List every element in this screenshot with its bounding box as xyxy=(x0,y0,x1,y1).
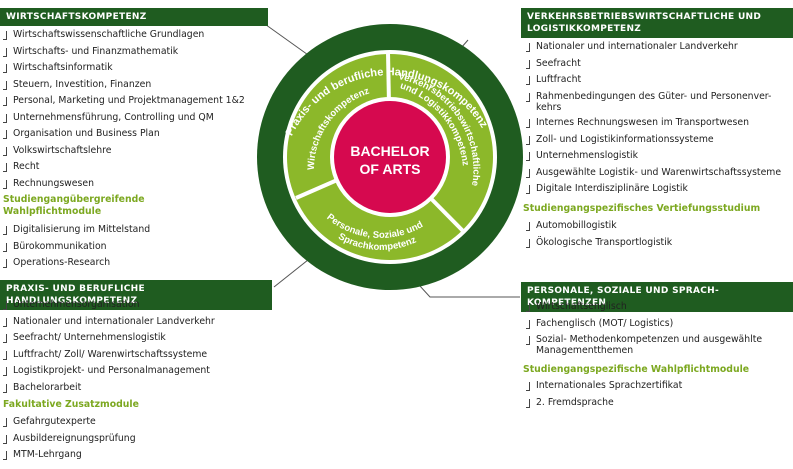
list-item: Zoll- und Logistikinformationssysteme xyxy=(526,134,791,146)
list-item: Fachenglisch (MOT/ Logistics) xyxy=(526,318,791,330)
wirtschaft-subheading-line1: Studiengangübergreifende xyxy=(3,194,145,205)
list-item: Nationaler und internationaler Landverke… xyxy=(3,316,271,328)
list-item: Internes Rechnungswesen im Transportwese… xyxy=(526,117,791,129)
center-title-line2: OF ARTS xyxy=(360,161,421,177)
wirtschaft-subheading: Studiengangübergreifende Wahlpflichtmodu… xyxy=(3,194,145,218)
list-item: Wirtschaftsinformatik xyxy=(3,62,263,74)
wirtschaft-header: WIRTSCHAFTSKOMPETENZ xyxy=(0,8,268,26)
list-item-text: Internes Rechnungswesen im Transportwese… xyxy=(536,117,749,128)
verkehr-subheading: Studiengangspezifisches Vertiefungsstudi… xyxy=(523,203,761,214)
center-title-line1: BACHELOR xyxy=(350,143,429,159)
verkehr-header-line2: LOGISTIKKOMPETENZ xyxy=(527,24,642,34)
list-item: Internationales Sprachzertifikat xyxy=(526,380,791,392)
verkehr-header-line1: VERKEHRSBETRIEBSWIRTSCHAFTLICHE UND xyxy=(527,12,762,22)
list-item-text: Wirtschaftsenglisch xyxy=(536,301,627,312)
list-item-text: Managementthemen xyxy=(536,345,634,356)
list-item: Unternehmensführung, Controlling und QM xyxy=(3,112,263,124)
list-item: Wirtschaftswissenschaftliche Grundlagen xyxy=(3,29,263,41)
list-item: Recht xyxy=(3,161,263,173)
list-item: Logistikprojekt- und Personalmanagement xyxy=(3,365,271,377)
list-item: Luftfracht/ Zoll/ Warenwirtschaftssystem… xyxy=(3,349,271,361)
list-item-text: Unternehmenslogistik xyxy=(536,150,638,161)
list-item: Nationaler und internationaler Landverke… xyxy=(526,41,791,53)
list-item: Steuern, Investition, Finanzen xyxy=(3,79,263,91)
verkehr-list: Nationaler und internationaler Landverke… xyxy=(526,41,791,200)
list-item: Bürokommunikation xyxy=(3,241,263,253)
list-item: MTM-Lehrgang xyxy=(3,449,271,461)
list-item: Wirtschafts- und Finanzmathematik xyxy=(3,46,263,58)
list-item: Ökologische Transportlogistik xyxy=(526,237,791,249)
list-item-text: Rahmenbedingungen des Güter- und Persone… xyxy=(536,90,772,102)
list-item: Gefahrgutexperte xyxy=(3,416,271,428)
praxis-subheading: Fakultative Zusatzmodule xyxy=(3,399,139,410)
list-item: Rechnungswesen xyxy=(3,178,263,190)
list-item: Automobillogistik xyxy=(526,220,791,232)
list-item: Ausbildereignungsprüfung xyxy=(3,433,271,445)
list-item: Unternehmenslogistik xyxy=(526,150,791,162)
list-item: Luftfracht xyxy=(526,74,791,86)
list-item: Personal, Marketing und Projektmanagemen… xyxy=(3,95,263,107)
list-item: Unternehmensorganisation xyxy=(3,299,271,311)
list-item: Digitalisierung im Mittelstand xyxy=(3,224,263,236)
list-item-text: Fachenglisch (MOT/ Logistics) xyxy=(536,317,674,329)
list-item: 2. Fremdsprache xyxy=(526,397,791,409)
list-item: Sozial- Methodenkompetenzen und ausgewäh… xyxy=(526,334,791,356)
list-item-text: Luftfracht xyxy=(536,74,582,85)
verkehr-header: VERKEHRSBETRIEBSWIRTSCHAFTLICHE UND LOGI… xyxy=(521,8,793,38)
list-item: Organisation und Business Plan xyxy=(3,128,263,140)
list-item: Ausgewählte Logistik- und Warenwirtschaf… xyxy=(526,167,791,179)
list-item-text: Seefracht xyxy=(536,57,581,69)
personal-header: PERSONALE, SOZIALE UND SPRACH-KOMPETENZE… xyxy=(521,282,793,312)
list-item: Seefracht/ Unternehmenslogistik xyxy=(3,332,271,344)
list-item: Volkswirtschaftslehre xyxy=(3,145,263,157)
personal-sublist: Internationales Sprachzertifikat 2. Fremd… xyxy=(526,380,791,413)
list-item: Rahmenbedingungen des Güter- und Persone… xyxy=(526,91,791,113)
list-item: Bachelorarbeit xyxy=(3,382,271,394)
wirtschaft-subheading-line2: Wahlpflichtmodule xyxy=(3,206,102,217)
list-item: Seefracht xyxy=(526,58,791,70)
center-circle xyxy=(334,101,446,213)
list-item-text: Nationaler und internationaler Landverke… xyxy=(536,41,738,52)
list-item-text: kehrs xyxy=(536,101,562,113)
personal-subheading: Studiengangspezifische Wahlpflichtmodule xyxy=(523,364,750,375)
list-item: Operations-Research xyxy=(3,257,263,269)
list-item: Digitale Interdisziplinäre Logistik xyxy=(526,183,791,195)
list-item-text: Zoll- und Logistikinformationssysteme xyxy=(536,133,714,145)
list-item-text: Sozial- Methodenkompetenzen und ausgewäh… xyxy=(536,334,763,345)
list-item-text: Digitale Interdisziplinäre Logistik xyxy=(536,183,688,194)
list-item: Wirtschaftsenglisch xyxy=(526,301,791,313)
praxis-header: PRAXIS- UND BERUFLICHE HANDLUNGSKOMPETEN… xyxy=(0,280,272,310)
list-item-text: Ausgewählte Logistik- und Warenwirtschaf… xyxy=(536,166,782,178)
